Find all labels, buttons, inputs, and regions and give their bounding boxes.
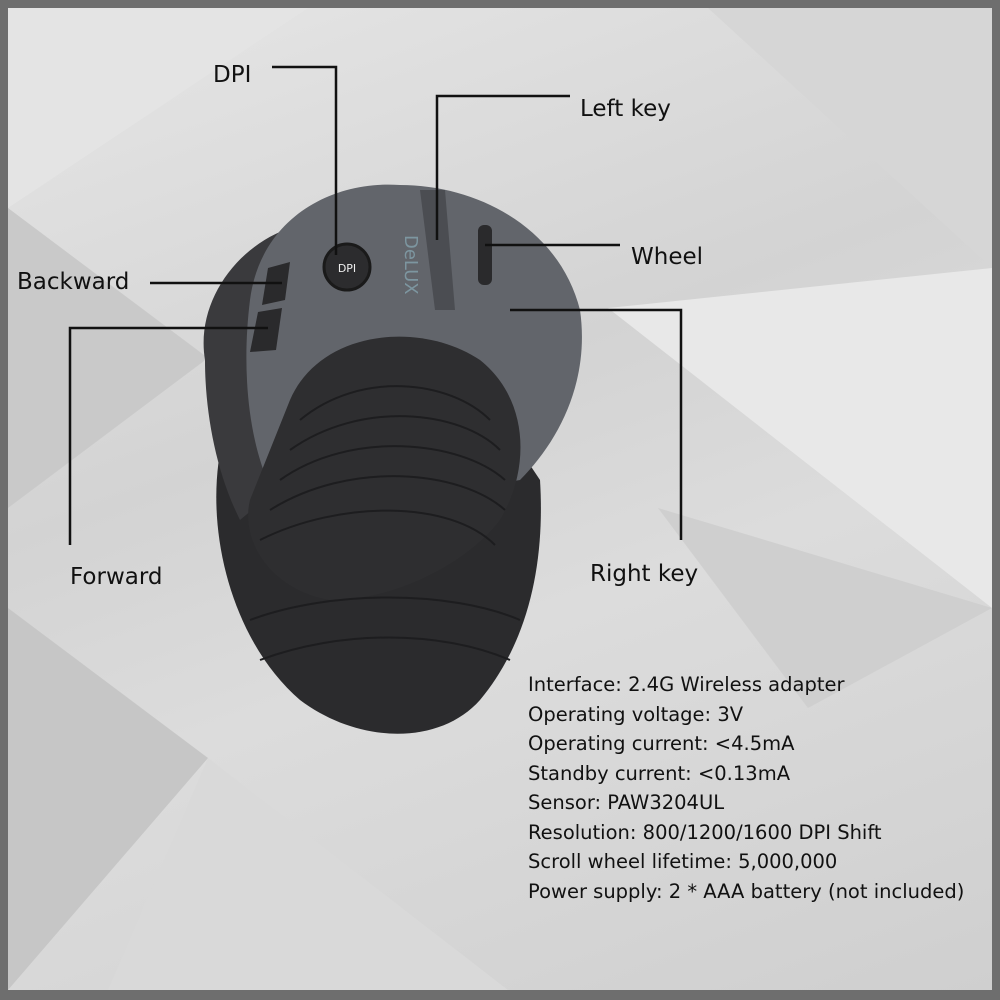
- dpi-button: [322, 242, 372, 292]
- label-dpi: DPI: [213, 62, 252, 88]
- spec-resolution: Resolution: 800/1200/1600 DPI Shift: [528, 820, 882, 844]
- label-wheel: Wheel: [631, 244, 704, 270]
- brand-logo: DeLUX: [400, 235, 421, 295]
- mouse-illustration: DPI DeLUX: [68, 65, 683, 734]
- spec-sensor: Sensor: PAW3204UL: [528, 791, 725, 814]
- label-forward: Forward: [70, 564, 163, 590]
- label-right-key: Right key: [590, 561, 699, 587]
- spec-power-supply: Power supply: 2 * AAA battery (not inclu…: [528, 879, 965, 903]
- spec-voltage: Operating voltage: 3V: [528, 702, 744, 726]
- left-key: [420, 190, 455, 310]
- spec-operating-current: Operating current: <4.5mA: [528, 732, 795, 755]
- forward-button: [250, 308, 282, 352]
- dpi-button-text: DPI: [338, 262, 356, 275]
- product-image-frame: DPI DeLUX DPI Left key Wheel Backward Fo…: [8, 8, 992, 990]
- spec-list: Interface: 2.4G Wireless adapter Operati…: [528, 670, 964, 906]
- spec-wheel-lifetime: Scroll wheel lifetime: 5,000,000: [528, 850, 838, 873]
- spec-interface: Interface: 2.4G Wireless adapter: [528, 673, 845, 696]
- label-left-key: Left key: [580, 96, 671, 122]
- scroll-wheel: [478, 225, 492, 285]
- leader-lines: [68, 65, 683, 545]
- spec-standby-current: Standby current: <0.13mA: [528, 761, 791, 785]
- label-backward: Backward: [17, 269, 130, 295]
- thumb-pad: [248, 336, 521, 600]
- polygon-background: [8, 8, 992, 990]
